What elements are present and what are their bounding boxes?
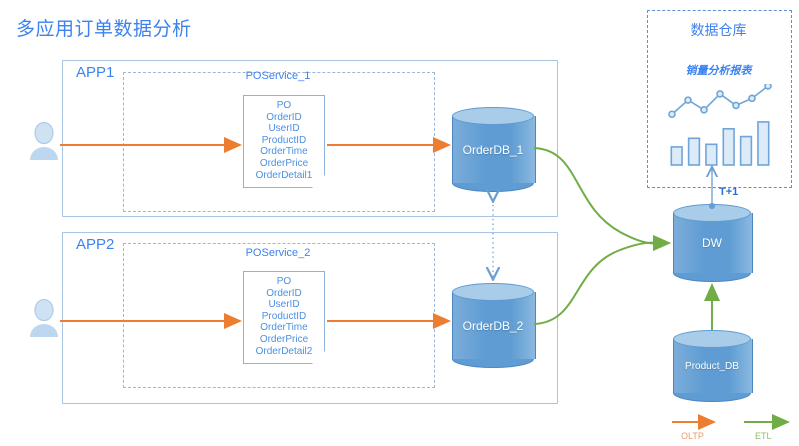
page-fold-icon (312, 351, 325, 365)
database-label: OrderDB_1 (462, 142, 524, 157)
chart-point (732, 101, 740, 110)
database-orderdb-1: OrderDB_1 (452, 107, 536, 192)
page-fold-icon (312, 175, 325, 189)
legend-label-oltp: OLTP (681, 431, 704, 441)
chart-bar (687, 137, 701, 166)
sales-analysis-chart (668, 82, 772, 168)
user-icon (30, 121, 58, 160)
cylinder-top (673, 330, 751, 348)
doc-field: UserID (268, 123, 300, 135)
doc-field: OrderTime (260, 146, 308, 158)
database-dw: DW (673, 204, 753, 282)
database-label: Product_DB (685, 360, 739, 372)
chart-point (668, 110, 676, 119)
report-title: 销量分析报表 (685, 65, 752, 77)
chart-bar (722, 127, 735, 166)
user-icon (30, 298, 58, 337)
cylinder-body (673, 213, 753, 273)
chart-point (748, 94, 756, 103)
doc-field: PO (276, 276, 292, 287)
chart-svg (668, 82, 772, 166)
cylinder-body (452, 116, 536, 183)
doc-field: OrderID (266, 287, 302, 299)
poservice-1-label: POService_1 (245, 70, 311, 82)
app1-label: APP1 (76, 64, 115, 81)
po-document-app1: PO OrderID UserID ProductID OrderTime Or… (243, 95, 325, 189)
doc-field: OrderPrice (259, 333, 309, 345)
chart-point (716, 90, 724, 98)
app2-label: APP2 (76, 236, 115, 253)
chart-point (700, 106, 708, 114)
database-label: DW (702, 236, 722, 250)
chart-bar (739, 135, 753, 166)
database-label: OrderDB_2 (462, 318, 524, 333)
page-title: 多应用订单数据分析 (16, 19, 192, 40)
doc-field: ProductID (261, 134, 307, 146)
doc-field: PO (276, 100, 292, 111)
doc-field: ProductID (261, 310, 307, 322)
doc-field: OrderDetail2 (255, 345, 313, 357)
cylinder-body (452, 292, 536, 359)
doc-field: OrderPrice (259, 157, 309, 169)
poservice-2-label: POService_2 (245, 247, 311, 259)
doc-field: OrderDetail1 (255, 169, 313, 181)
sync-label-t-plus-1: T+1 (719, 186, 739, 198)
doc-field: UserID (268, 299, 300, 311)
data-warehouse-title: 数据仓库 (690, 22, 747, 38)
doc-field: OrderTime (260, 322, 308, 334)
chart-point (764, 82, 772, 90)
chart-bar (670, 146, 683, 166)
cylinder-body (673, 339, 753, 393)
chart-bar (705, 143, 718, 166)
legend-label-etl: ETL (755, 431, 772, 441)
chart-bar (757, 121, 770, 166)
chart-point (684, 96, 692, 104)
app1-container (62, 60, 558, 217)
po-document-app2: PO OrderID UserID ProductID OrderTime Or… (243, 271, 325, 365)
cylinder-top (452, 283, 534, 301)
doc-field: OrderID (266, 111, 302, 123)
data-warehouse-container (647, 10, 792, 188)
database-product-db: Product_DB (673, 330, 753, 402)
database-orderdb-2: OrderDB_2 (452, 283, 536, 368)
cylinder-top (452, 107, 534, 125)
